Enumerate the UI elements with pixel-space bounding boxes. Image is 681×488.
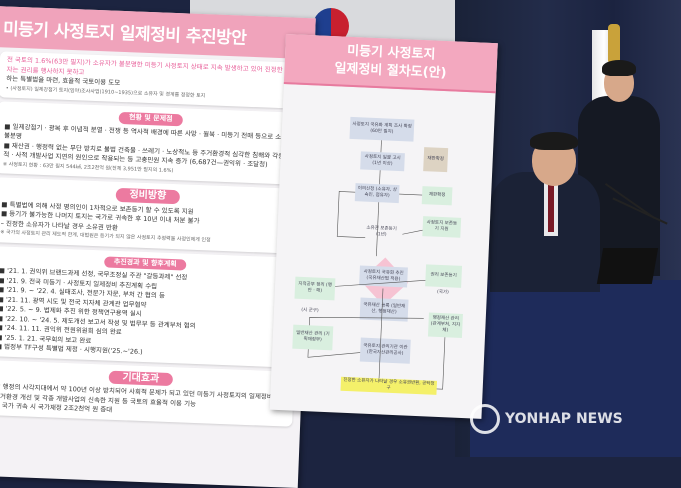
laptop: [596, 248, 659, 284]
section-heading: 기대효과: [108, 370, 174, 387]
standing-person-hair: [602, 60, 636, 76]
section-status: 현황 및 문제점 ■ 일제강점기 · 광복 후 이념적 분열 · 전쟁 등 역사…: [0, 101, 305, 185]
yonhap-logo: [470, 404, 500, 434]
section-effects: 기대효과 ■ 행정의 사각지대에서 약 100년 이상 방치되어 사회적 문제가…: [0, 359, 295, 427]
press-table: [470, 280, 681, 457]
flag-pole-top: [608, 24, 620, 64]
right-board-title: 미등기 사정토지 일제정비 절차도(안): [283, 34, 498, 94]
watermark: YONHAP NEWS: [470, 404, 623, 434]
section-direction: 정비방향 ■ 특별법에 의해 사정 명의인이 1차적으로 보존등기 할 수 있도…: [0, 177, 302, 254]
flow-connectors: [307, 140, 446, 390]
section-progress: 추진경과 및 향후계획 ■ '21. 1. 권익위 브랜드과제 선정, 국무조정…: [0, 245, 299, 368]
intro-section: 전 국토의 1.6%(63만 필지)가 소유자가 불분명한 미등기 사정토지 상…: [0, 51, 307, 109]
section-heading: 정비방향: [115, 187, 181, 204]
left-display-board: 미등기 사정토지 일제정비 추진방안 전 국토의 1.6%(63만 필지)가 소…: [0, 6, 316, 488]
seated-person-hair: [530, 132, 578, 150]
flowchart: 사정토지 국유화 계획 조사 확정 (60만 필지) 사정토지 일괄 고시 (1…: [269, 84, 495, 423]
right-display-board: 미등기 사정토지 일제정비 절차도(안) 사정토지 국유화 계획 조사 확정 (…: [269, 34, 498, 419]
necktie: [548, 182, 554, 232]
watermark-text: YONHAP NEWS: [505, 411, 623, 427]
section-heading: 현황 및 문제점: [118, 111, 183, 126]
section-heading: 추진경과 및 향후계획: [103, 255, 187, 271]
